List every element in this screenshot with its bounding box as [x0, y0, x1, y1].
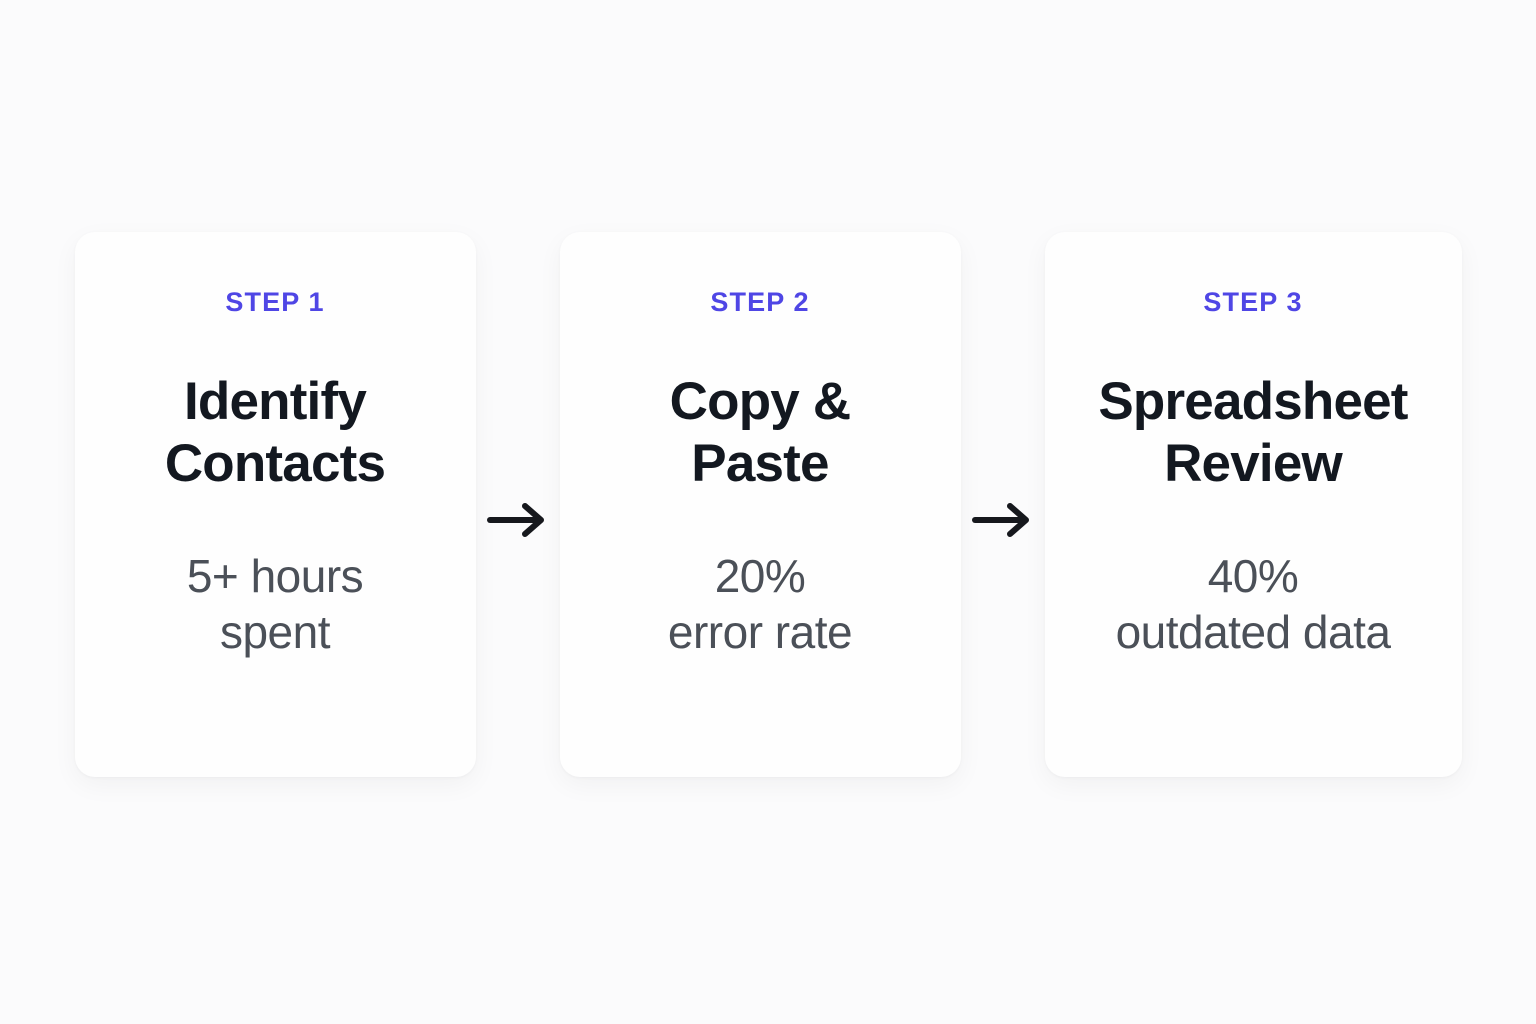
connector-1 — [476, 500, 560, 540]
arrow-right-icon — [486, 503, 544, 537]
arrow-right-icon — [971, 503, 1029, 537]
step-flow: STEP 1 Identify Contacts 5+ hours spent … — [74, 231, 1462, 777]
step-title-3: Spreadsheet Review — [1098, 371, 1408, 494]
step-metric-2-line-2: error rate — [667, 606, 853, 659]
step-metric-3-line-1: 40% — [1207, 550, 1299, 603]
step-title-2-line-1: Copy & — [669, 372, 852, 432]
step-metric-2: 20% error rate — [667, 548, 853, 660]
step-metric-2-line-1: 20% — [714, 550, 806, 603]
step-metric-3-line-2: outdated data — [1115, 606, 1391, 659]
step-badge-2: STEP 2 — [710, 286, 810, 317]
step-metric-1-line-2: spent — [219, 606, 331, 659]
step-metric-1-line-1: 5+ hours — [186, 550, 364, 603]
step-metric-3: 40% outdated data — [1116, 548, 1391, 660]
step-title-3-line-1: Spreadsheet — [1098, 372, 1408, 432]
connector-2 — [961, 500, 1045, 540]
step-title-1-line-1: Identify — [183, 372, 367, 432]
step-badge-1: STEP 1 — [225, 286, 325, 317]
step-card-2[interactable]: STEP 2 Copy & Paste 20% error rate — [559, 231, 961, 777]
step-card-3[interactable]: STEP 3 Spreadsheet Review 40% outdated d… — [1044, 231, 1462, 777]
step-metric-1: 5+ hours spent — [186, 548, 364, 660]
step-title-2: Copy & Paste — [669, 371, 852, 494]
step-badge-3: STEP 3 — [1203, 286, 1303, 317]
step-title-3-line-2: Review — [1164, 433, 1343, 493]
step-title-2-line-2: Paste — [691, 433, 829, 493]
step-title-1: Identify Contacts — [164, 371, 386, 494]
step-card-1[interactable]: STEP 1 Identify Contacts 5+ hours spent — [74, 231, 476, 777]
step-title-1-line-2: Contacts — [164, 433, 386, 493]
